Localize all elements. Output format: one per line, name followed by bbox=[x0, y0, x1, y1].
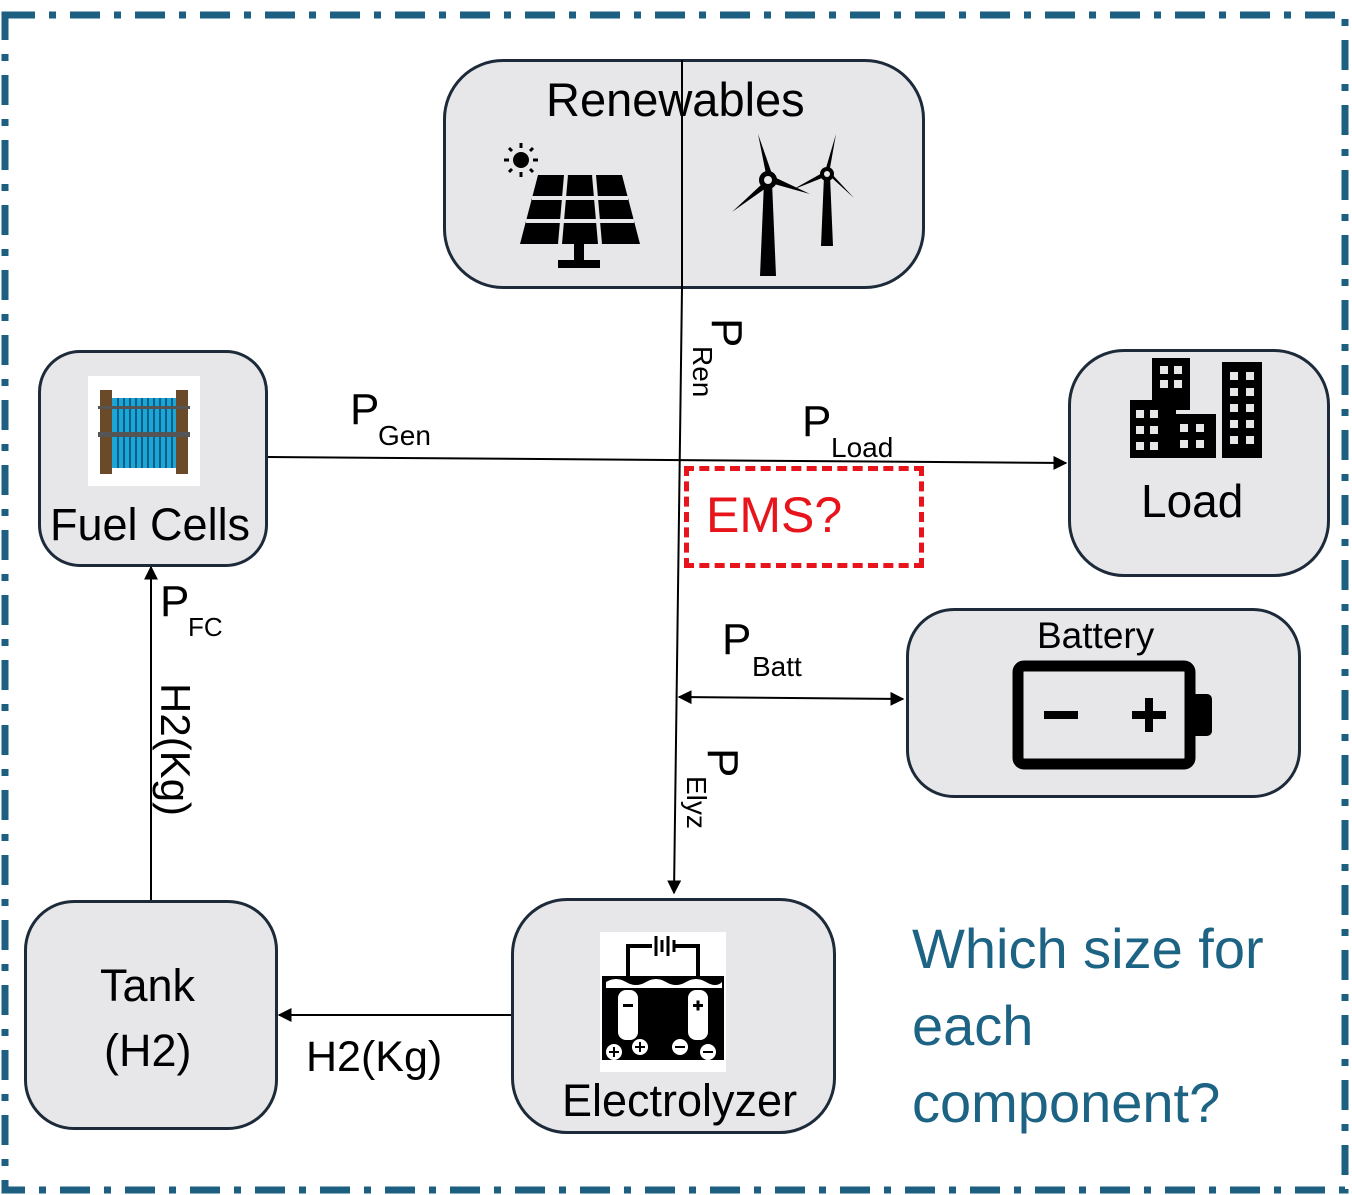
p-batt-symbol: P bbox=[722, 615, 752, 664]
gen-to-load-arrow bbox=[267, 455, 1068, 470]
electrolyzer-label: Electrolyzer bbox=[562, 1075, 798, 1126]
battery-label: Battery bbox=[1037, 615, 1155, 656]
ems-label: EMS? bbox=[706, 487, 843, 543]
p-load-symbol: P bbox=[802, 397, 832, 446]
p-load-subscript: Load bbox=[831, 432, 894, 463]
battery-icon bbox=[1012, 660, 1212, 770]
electrolyzer-icon bbox=[600, 932, 726, 1072]
p-ren-subscript: Ren bbox=[687, 346, 718, 398]
p-fc-subscript: FC bbox=[188, 612, 223, 642]
wind-turbine-icon bbox=[732, 134, 854, 276]
renewables-box bbox=[443, 59, 925, 289]
outer-frame bbox=[1, 11, 1349, 1194]
renewables-to-electrolyzer-line bbox=[667, 287, 683, 895]
renewables-label: Renewables bbox=[546, 73, 805, 126]
tank-label-line1: Tank bbox=[100, 960, 196, 1011]
p-ren-symbol: P bbox=[702, 318, 751, 348]
p-elyz-subscript: Elyz bbox=[681, 776, 712, 829]
load-label: Load bbox=[1141, 475, 1244, 527]
h2-horizontal-label: H2(Kg) bbox=[306, 1033, 443, 1081]
solar-panel-icon bbox=[504, 143, 640, 268]
renewables-divider bbox=[681, 60, 683, 290]
building-icon bbox=[1130, 358, 1262, 458]
tank-label-line2: (H2) bbox=[104, 1025, 192, 1076]
p-gen-subscript: Gen bbox=[378, 420, 431, 451]
p-batt-subscript: Batt bbox=[752, 651, 802, 682]
fuel-cell-stack-icon bbox=[88, 376, 200, 486]
p-elyz-symbol: P bbox=[698, 748, 747, 778]
h2-vertical-label: H2(Kg) bbox=[152, 683, 199, 817]
ems-box bbox=[684, 466, 924, 568]
sizing-question: Which size for each component? bbox=[912, 917, 1264, 1134]
tank-box bbox=[24, 900, 278, 1130]
p-gen-symbol: P bbox=[350, 385, 380, 434]
load-box bbox=[1068, 349, 1330, 577]
p-fc-symbol: P bbox=[160, 577, 190, 626]
battery-bidirectional-arrow bbox=[677, 690, 905, 706]
fuel-cells-label: Fuel Cells bbox=[50, 499, 251, 550]
